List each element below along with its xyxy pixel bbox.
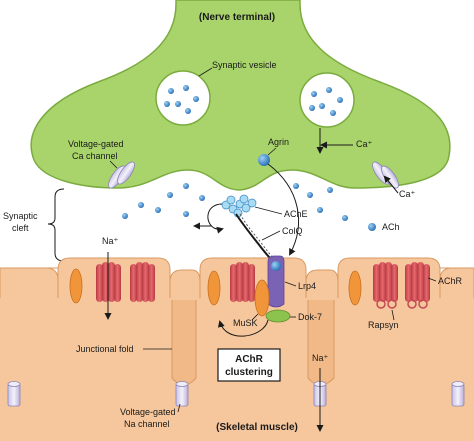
nerve-terminal-label: (Nerve terminal)	[199, 12, 275, 23]
agrin-molecule	[258, 154, 270, 166]
vgcc-label-line1: Voltage-gated	[68, 139, 124, 149]
achr-pointer	[427, 277, 437, 282]
ca-outside-label: Ca⁺	[399, 189, 416, 199]
ca-inside-label: Ca⁺	[356, 139, 373, 149]
synaptic-cleft-label-line2: cleft	[12, 223, 29, 233]
ach-molecules	[122, 183, 348, 221]
skeletal-muscle-label: (Skeletal muscle)	[216, 422, 298, 433]
vgcc-pointer	[109, 160, 118, 169]
musk-label: MuSK	[233, 318, 258, 328]
achr-clustering-line2: clustering	[225, 367, 273, 378]
dok7-label: Dok-7	[298, 312, 322, 322]
voltage-gated-ca-channel-left	[108, 161, 135, 189]
ache-pointer	[254, 206, 283, 215]
agrin-label: Agrin	[268, 137, 289, 147]
vgnc-pointer	[177, 403, 181, 413]
colq-label: ColQ	[282, 226, 303, 236]
achr-receptor-1	[96, 262, 121, 302]
ach-legend-dot	[368, 223, 376, 231]
clustering-arrow	[217, 319, 269, 337]
ach-label: ACh	[382, 222, 400, 232]
na-top-label: Na⁺	[102, 236, 119, 246]
junctional-fold-groove-left	[171, 300, 197, 386]
achr-receptor-5	[405, 262, 430, 302]
voltage-gated-na-channel-left	[7, 381, 21, 407]
ach-hydrolysis-arrow	[207, 203, 224, 234]
agrin-bound	[271, 261, 281, 271]
lrp4-pointer	[284, 281, 297, 287]
rapsyn-label: Rapsyn	[368, 320, 399, 330]
synaptic-vesicle-pointer	[198, 67, 213, 77]
colq-tail-strand	[239, 213, 279, 265]
achr-receptor-3	[230, 262, 255, 302]
orange-channel-left	[69, 268, 83, 304]
dok7-protein	[265, 309, 291, 323]
voltage-gated-na-channel-right	[451, 381, 465, 407]
musk-protein	[254, 279, 270, 317]
lrp4-label: Lrp4	[298, 281, 316, 291]
na-bottom-label: Na⁺	[312, 353, 329, 363]
junctional-fold-label: Junctional fold	[76, 344, 134, 354]
synaptic-vesicle-label: Synaptic vesicle	[212, 60, 277, 70]
achr-label: AChR	[438, 276, 463, 286]
synaptic-vesicle-right	[299, 72, 355, 128]
vgcc-label-line2: Ca channel	[72, 151, 118, 161]
vgnc-label-line1: Voltage-gated	[120, 407, 176, 417]
orange-channel-middle	[207, 270, 221, 306]
musk-pointer	[251, 313, 259, 321]
synaptic-cleft-brace	[47, 188, 65, 262]
achr-receptor-2	[130, 262, 155, 302]
orange-channel-right	[348, 270, 362, 306]
nerve-terminal	[30, 0, 451, 191]
achr-clustering-box	[217, 348, 281, 382]
rapsyn-pointer	[391, 309, 395, 321]
ache-cluster	[221, 194, 257, 218]
synaptic-cleft-label-line1: Synaptic	[3, 211, 38, 221]
rapsyn-proteins	[376, 299, 428, 309]
vgnc-label-line2: Na channel	[124, 419, 170, 429]
agrin-pointer	[267, 147, 277, 156]
agrin-pathway-arrow	[267, 163, 300, 256]
colq-pointer	[261, 230, 281, 241]
ache-label: AChE	[284, 209, 308, 219]
synaptic-vesicle-left	[155, 70, 211, 126]
achr-clustering-line1: AChR	[235, 354, 264, 365]
ca-outside-arrow	[383, 175, 399, 194]
achr-receptor-4	[373, 262, 398, 302]
voltage-gated-na-channel-center-left	[175, 381, 189, 407]
